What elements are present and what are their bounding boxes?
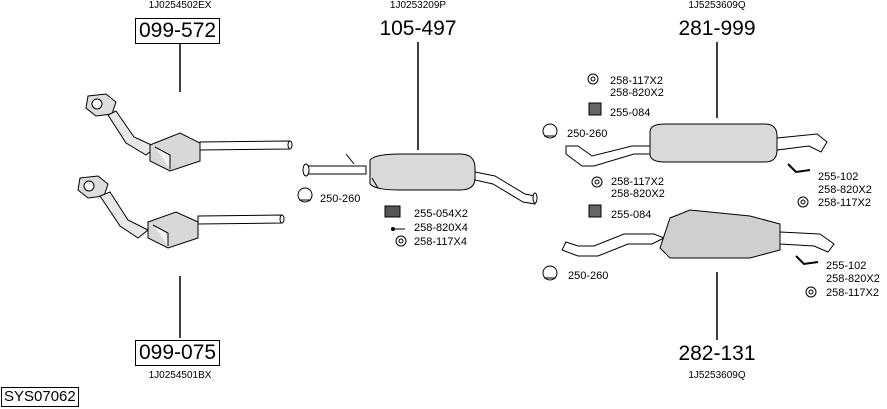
oem-code-right-bottom: 1J5253609Q	[688, 370, 746, 381]
part-number-left-bottom[interactable]: 099-075	[135, 340, 221, 366]
accessory-right-top-6[interactable]: 258-820X2	[818, 184, 872, 196]
accessory-right-top-2[interactable]: 258-820X2	[610, 87, 664, 99]
oem-code-right-top: 1J5253609Q	[688, 0, 746, 11]
accessory-center-3[interactable]: 258-820X4	[414, 222, 468, 234]
clamp-icon	[542, 123, 558, 139]
accessory-right-top-4[interactable]: 250-260	[567, 128, 608, 140]
accessory-right-top-5[interactable]: 255-102	[818, 171, 859, 183]
accessory-right-bottom-7[interactable]: 258-117X2	[826, 287, 880, 299]
rear-silencer-bottom	[561, 209, 835, 259]
accessory-center-2[interactable]: 255-054X2	[414, 208, 468, 220]
rear-silencer-top	[565, 123, 828, 167]
catalytic-converter-bottom	[77, 175, 285, 249]
clamp-icon	[297, 187, 313, 203]
hanger-icon	[588, 102, 602, 116]
part-number-center[interactable]: 105-497	[379, 17, 457, 40]
bracket-icon	[795, 255, 819, 266]
nut-icon	[797, 196, 809, 208]
clamp-icon	[542, 265, 558, 281]
bracket-icon	[787, 163, 811, 174]
accessory-right-top-1[interactable]: 258-117X2	[610, 75, 664, 87]
center-silencer	[302, 153, 538, 205]
nut-icon	[591, 176, 603, 188]
part-number-left-top[interactable]: 099-572	[135, 18, 221, 44]
accessory-right-top-3[interactable]: 255-084	[610, 107, 651, 119]
accessory-center-4[interactable]: 258-117X4	[414, 236, 468, 248]
part-number-right-top[interactable]: 281-999	[678, 17, 756, 40]
accessory-right-bottom-4[interactable]: 250-260	[568, 270, 609, 282]
oem-code-left-top: 1J0254502EX	[148, 0, 212, 11]
accessory-right-bottom-3[interactable]: 255-084	[611, 209, 652, 221]
nut-icon	[805, 286, 817, 298]
mounting-rubber-icon	[384, 205, 401, 218]
oem-code-center: 1J0253209P	[389, 0, 447, 11]
nut-icon	[395, 235, 407, 247]
system-code: SYS07062	[1, 387, 79, 407]
accessory-center-1[interactable]: 250-260	[320, 193, 361, 205]
nut-icon	[587, 73, 599, 85]
accessory-right-bottom-6[interactable]: 258-820X2	[826, 273, 880, 285]
accessory-right-bottom-1[interactable]: 258-117X2	[611, 176, 665, 188]
part-number-right-bottom[interactable]: 282-131	[678, 342, 756, 365]
hanger-icon	[588, 204, 602, 218]
bolt-icon	[391, 227, 405, 231]
accessory-right-top-7[interactable]: 258-117X2	[818, 197, 872, 209]
oem-code-left-bottom: 1J0254501BX	[148, 370, 212, 381]
accessory-right-bottom-5[interactable]: 255-102	[826, 260, 867, 272]
accessory-right-bottom-2[interactable]: 258-820X2	[611, 188, 665, 200]
catalytic-converter-top	[85, 93, 293, 172]
